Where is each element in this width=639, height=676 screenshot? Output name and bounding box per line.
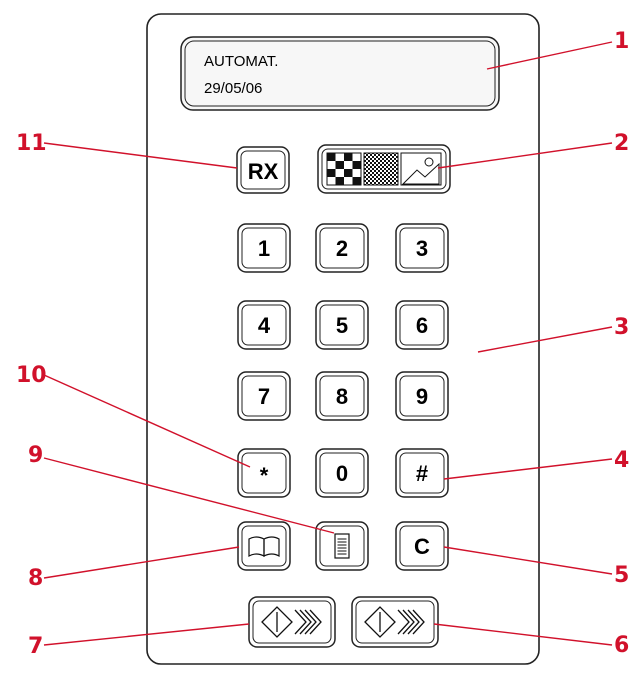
key-4-button[interactable]: 4 bbox=[237, 300, 291, 350]
callout-7: 7 bbox=[28, 634, 43, 659]
key-1-label: 1 bbox=[258, 236, 270, 261]
leader-7 bbox=[43, 623, 250, 646]
key-star-button[interactable]: * bbox=[237, 448, 291, 498]
directory-button[interactable] bbox=[237, 521, 291, 571]
leader-10 bbox=[43, 374, 251, 468]
callout-6: 6 bbox=[614, 633, 629, 658]
key-7-label: 7 bbox=[258, 384, 270, 409]
leader-5 bbox=[443, 546, 613, 575]
clear-button[interactable]: C bbox=[395, 521, 449, 571]
callout-5: 5 bbox=[614, 563, 629, 588]
key-7-button[interactable]: 7 bbox=[237, 371, 291, 421]
copy-button[interactable] bbox=[248, 596, 336, 648]
leader-11 bbox=[43, 142, 238, 169]
leader-3 bbox=[477, 326, 613, 353]
key-0-button[interactable]: 0 bbox=[315, 448, 369, 498]
callout-4: 4 bbox=[614, 448, 629, 473]
callout-numbers: 1 2 3 4 5 6 7 8 9 10 11 bbox=[16, 29, 629, 659]
leader-1 bbox=[486, 41, 613, 70]
key-0-label: 0 bbox=[336, 461, 348, 486]
key-3-button[interactable]: 3 bbox=[395, 223, 449, 273]
key-8-button[interactable]: 8 bbox=[315, 371, 369, 421]
display-line-2: 29/05/06 bbox=[204, 80, 262, 97]
callout-1: 1 bbox=[614, 29, 629, 54]
callout-2: 2 bbox=[614, 131, 629, 156]
key-2-label: 2 bbox=[336, 236, 348, 261]
key-8-label: 8 bbox=[336, 384, 348, 409]
callout-9: 9 bbox=[28, 443, 43, 468]
display-line-1: AUTOMAT. bbox=[204, 53, 278, 70]
send-button[interactable] bbox=[351, 596, 439, 648]
document-lines-icon bbox=[334, 533, 350, 559]
leader-9 bbox=[43, 457, 335, 534]
callout-10: 10 bbox=[16, 363, 47, 388]
rx-button[interactable]: RX bbox=[236, 146, 290, 194]
start-diamond-icon bbox=[261, 606, 322, 638]
key-hash-button[interactable]: # bbox=[395, 448, 449, 498]
key-2-button[interactable]: 2 bbox=[315, 223, 369, 273]
leader-8 bbox=[43, 546, 240, 579]
contrast-resolution-button[interactable] bbox=[317, 144, 451, 194]
key-3-label: 3 bbox=[416, 236, 428, 261]
leader-2 bbox=[437, 142, 613, 169]
lcd-display: AUTOMAT. 29/05/06 bbox=[180, 36, 500, 111]
start-diamond-icon bbox=[364, 606, 425, 638]
leader-4 bbox=[443, 458, 613, 480]
callout-3: 3 bbox=[614, 315, 629, 340]
key-4-label: 4 bbox=[258, 313, 271, 338]
key-9-label: 9 bbox=[416, 384, 428, 409]
key-star-label: * bbox=[260, 463, 269, 488]
key-5-button[interactable]: 5 bbox=[315, 300, 369, 350]
callout-11: 11 bbox=[16, 131, 47, 156]
key-1-button[interactable]: 1 bbox=[237, 223, 291, 273]
key-hash-label: # bbox=[416, 461, 428, 486]
rx-button-label: RX bbox=[248, 159, 279, 184]
key-9-button[interactable]: 9 bbox=[395, 371, 449, 421]
callout-leaders bbox=[43, 41, 613, 646]
key-6-button[interactable]: 6 bbox=[395, 300, 449, 350]
key-5-label: 5 bbox=[336, 313, 348, 338]
document-button[interactable] bbox=[315, 521, 369, 571]
leader-6 bbox=[433, 623, 613, 646]
clear-button-label: C bbox=[414, 534, 430, 559]
key-6-label: 6 bbox=[416, 313, 428, 338]
callout-8: 8 bbox=[28, 566, 43, 591]
checker-resolution-photo-icon bbox=[326, 152, 442, 186]
open-book-icon bbox=[248, 536, 280, 558]
